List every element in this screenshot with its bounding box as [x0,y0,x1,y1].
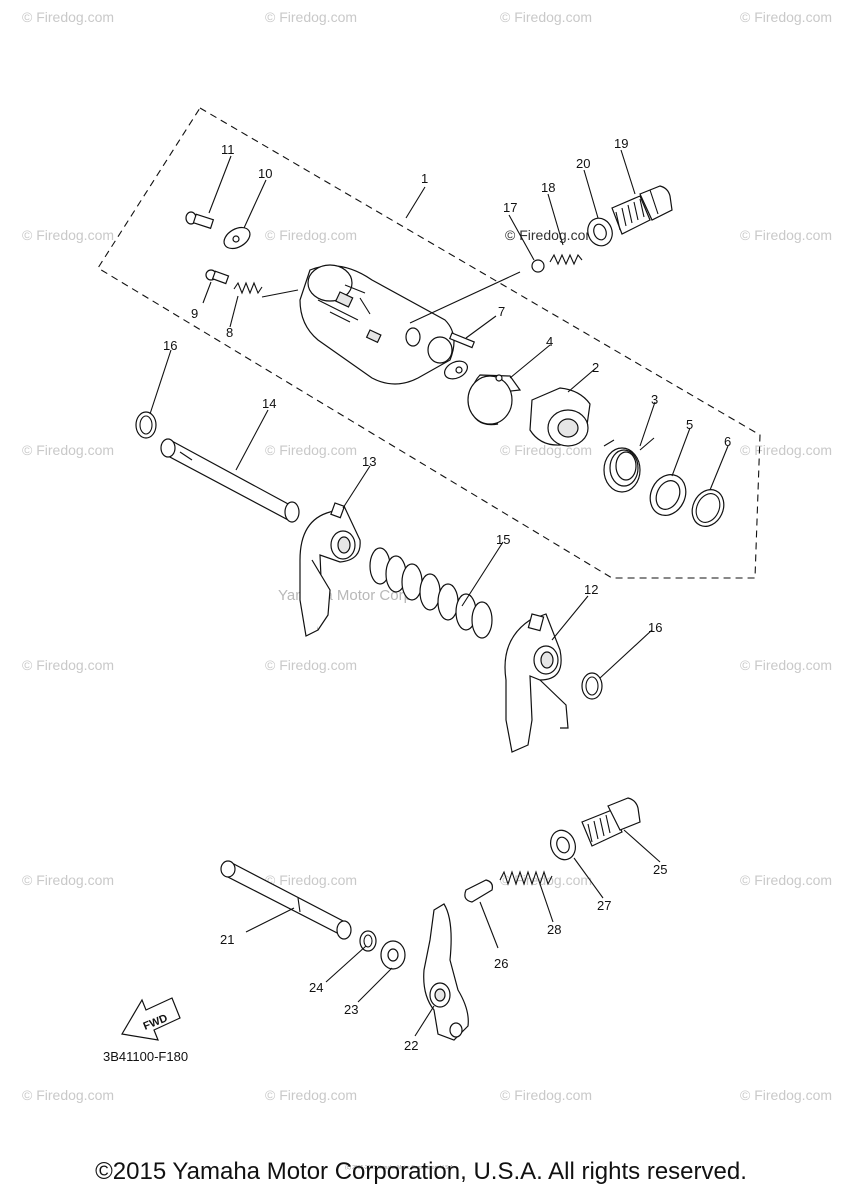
callout-18: 18 [541,180,555,195]
watermark: © Firedog.com [505,227,597,243]
watermark: © Firedog.com [500,1087,592,1103]
part-18-spring [549,253,583,266]
part-9-pin [205,269,230,285]
callout-17: 17 [503,200,517,215]
part-16-circlip-left [135,411,157,439]
callout-25: 25 [653,862,667,877]
diagram-code: 3B41100-F180 [103,1049,188,1064]
callout-19: 19 [614,136,628,151]
shift-drum [299,264,468,385]
part-16-circlip-right [581,672,603,700]
callout-21: 21 [220,932,234,947]
callout-14: 14 [262,396,276,411]
part-17-ball [531,259,545,273]
watermark: © Firedog.com [22,227,114,243]
part-15-spring [369,547,493,639]
watermark: © Firedog.com [500,442,592,458]
callout-15: 15 [496,532,510,547]
part-25-bolt [581,797,641,847]
watermark: © Firedog.com [740,657,832,673]
part-21-shaft [220,860,352,940]
callout-10: 10 [258,166,272,181]
part-12-fork [504,613,569,753]
callout-28: 28 [547,922,561,937]
watermark: © Firedog.com [22,442,114,458]
watermark: © Firedog.com [740,9,832,25]
watermark: © Firedog.com [265,872,357,888]
watermark: © Firedog.com [265,657,357,673]
part-5-washer [649,474,687,516]
part-24-circlip [359,930,377,952]
callout-8: 8 [226,325,233,340]
part-13-fork [299,502,361,637]
part-3-spring [603,437,655,493]
part-6-circlip [691,489,725,527]
assembly-outline [97,107,761,579]
watermark: © Firedog.com [265,9,357,25]
part-20-washer [587,217,613,247]
callout-5: 5 [686,417,693,432]
callout-24: 24 [309,980,323,995]
callout-6: 6 [724,434,731,449]
part-7-pin [448,332,476,349]
callout-labels: 1 2 3 4 5 6 7 8 9 10 11 12 13 14 15 16 1… [163,136,731,1053]
watermark: © Firedog.com [22,657,114,673]
part-8-spring [233,281,263,295]
watermark: © Firedog.com [740,872,832,888]
callout-11: 11 [221,142,235,157]
watermark: © Firedog.com [500,9,592,25]
callout-7: 7 [498,304,505,319]
watermark: © Firedog.com [740,1087,832,1103]
part-14-shaft [160,438,300,523]
callout-13: 13 [362,454,376,469]
fine-print: (c) 2005-2015 Yamaha Motor Corporation, … [345,1165,455,1171]
fwd-arrow-icon: FWD [121,997,181,1041]
part-2-lever [529,387,591,447]
callout-1: 1 [421,171,428,186]
watermark: © Firedog.com [265,442,357,458]
callout-23: 23 [344,1002,358,1017]
callout-26: 26 [494,956,508,971]
part-11-screw [185,211,215,230]
stopper-lever-group: FWD 3B41100-F180 [103,797,641,1064]
callout-9: 9 [191,306,198,321]
callout-2: 2 [592,360,599,375]
part-23-washer [380,940,406,970]
callout-20: 20 [576,156,590,171]
callout-12: 12 [584,582,598,597]
watermark: © Firedog.com [22,1087,114,1103]
part-19-bolt [611,185,673,235]
copyright-notice: ©2015 Yamaha Motor Corporation, U.S.A. A… [95,1158,747,1185]
watermark: © Firedog.com [740,227,832,243]
watermark: © Firedog.com [740,442,832,458]
watermark: © Firedog.com [22,9,114,25]
part-28-spring [499,870,553,886]
part-26-pin [464,879,493,903]
watermark: © Firedog.com [265,1087,357,1103]
callout-4: 4 [546,334,553,349]
leader-lines [149,149,729,1037]
part-10-plate [223,226,251,250]
callout-27: 27 [597,898,611,913]
part-22-stopper-lever [423,903,469,1041]
part-4-plate [467,374,522,426]
callout-22: 22 [404,1038,418,1053]
part-27-washer [550,829,576,861]
shift-forks-group [135,411,603,753]
callout-16-left: 16 [163,338,177,353]
watermark: © Firedog.com [500,872,592,888]
callout-16-right: 16 [648,620,662,635]
shift-drum-assembly [185,185,725,527]
watermark: © Firedog.com [265,227,357,243]
watermark: © Firedog.com [22,872,114,888]
callout-3: 3 [651,392,658,407]
